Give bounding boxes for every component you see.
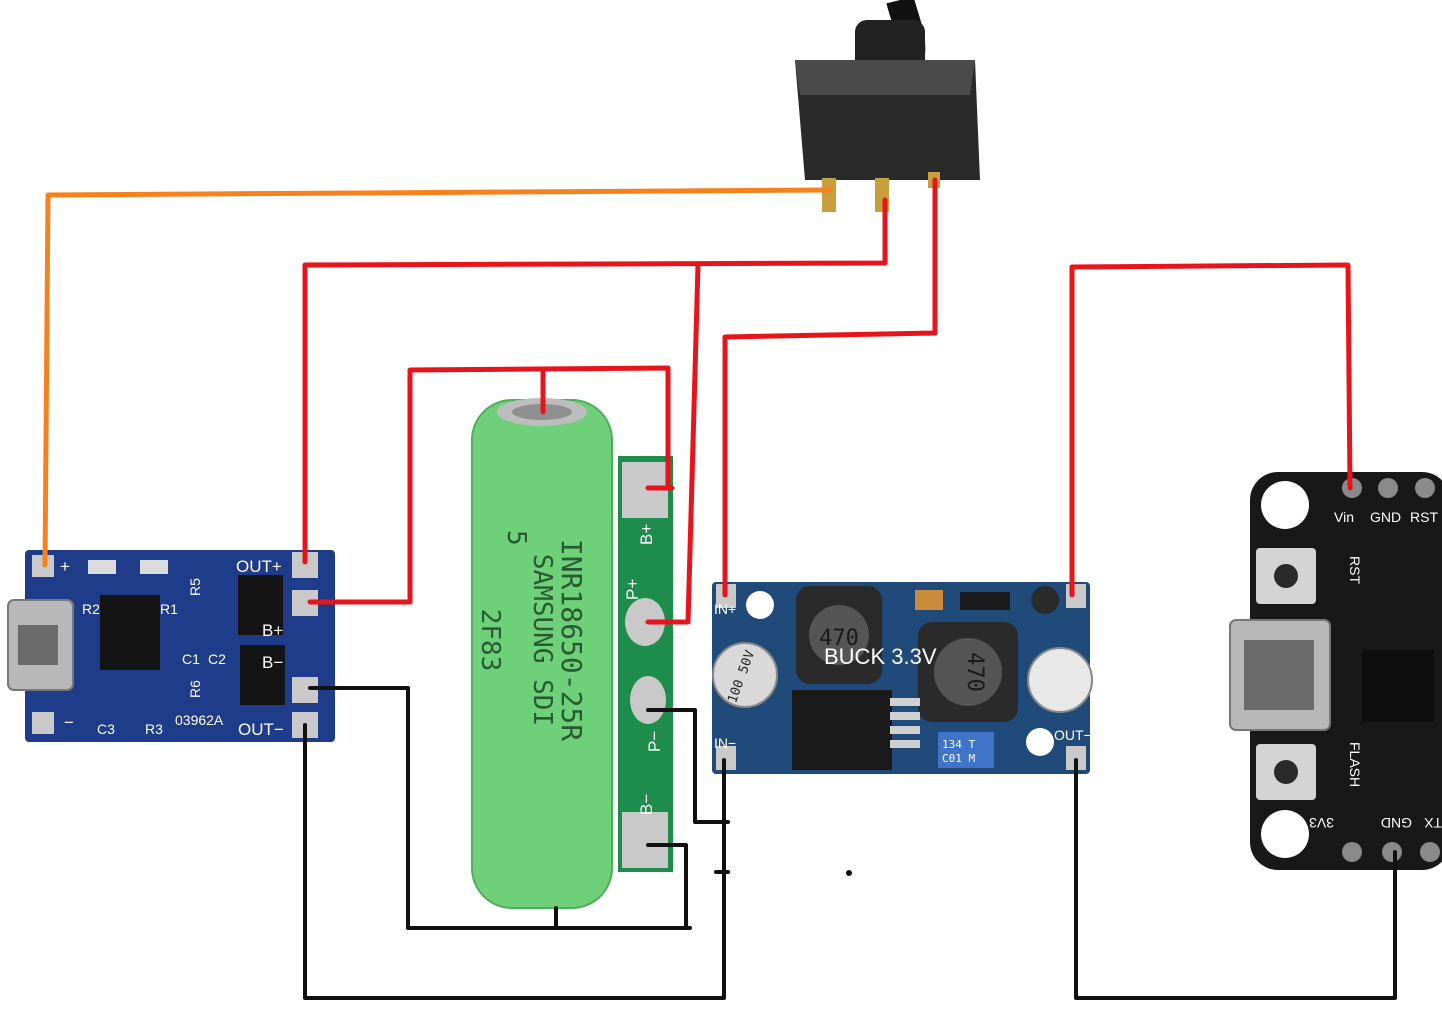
esp-board: Vin GND RST RST FLASH 3V3 GND TX [1229,472,1442,870]
charger-label-bminus: B− [262,653,283,672]
wire-buck-out-to-vin [1069,262,1353,598]
charger-label-r3: R3 [145,721,163,737]
esp-label-gnd-bottom: GND [1381,815,1412,831]
wire-outminus-to-buck [303,723,726,1000]
stray-dot [846,870,852,876]
charger-module: + − OUT+ B+ B− OUT− R2 R1 R3 C3 C1 C2 03… [7,550,335,742]
charger-label-c1: C1 [182,651,200,667]
wire-outplus-to-switch [302,197,888,565]
esp-pin-gnd [1378,478,1398,498]
esp-label-tx: TX [1423,815,1442,831]
buck-label-outminus: OUT− [1054,727,1092,743]
charger-label-c3: C3 [97,721,115,737]
protection-pcb [618,456,673,872]
charger-ic [100,595,160,670]
capacitor-1 [712,642,778,708]
charger-label-minus: − [64,713,74,732]
switch-terminal-left [822,178,836,212]
protection-pad-pplus [625,598,665,646]
buck-converter: 470 470 100 50V 134 T C01 M IN+ IN− OUT−… [712,582,1093,774]
charger-label-r5: R5 [187,578,203,596]
buck-title: BUCK 3.3V [824,644,937,669]
wires [42,177,1397,1000]
esp-label-3v3: 3V3 [1309,815,1334,831]
buck-regulator [792,690,892,770]
esp-chip [1362,650,1434,722]
buck-pad-inminus [716,746,736,770]
protection-pad-pminus [630,676,666,724]
charger-label-r6: R6 [187,680,203,698]
switch-body-top [795,60,975,95]
toggle-switch [795,0,980,212]
buck-label-inplus: IN+ [714,601,736,617]
wire-switch-to-pplus [645,262,701,625]
wire-bminus-to-battery [308,686,692,930]
protection-pad-bminus [622,812,668,868]
esp-label-flash: FLASH [1347,742,1363,787]
led-1 [88,560,116,574]
battery-text-line3: 5 [501,530,531,546]
charger-ic-2 [238,575,283,635]
protection-label-pminus: P− [645,731,664,752]
esp-label-vin: Vin [1334,509,1354,525]
buck-pad-outplus [1066,584,1086,608]
protection-label-bminus: B− [637,794,656,815]
charger-pad-minus [32,712,54,734]
capacitor-2 [1027,647,1093,713]
esp-label-gnd: GND [1370,509,1401,525]
charger-label-plus: + [60,557,70,576]
buck-potentiometer[interactable] [938,732,994,768]
charger-label-r2: R2 [82,601,100,617]
charger-label-outplus: OUT+ [236,557,282,576]
protection-board: B+ P+ P− B− [618,456,673,872]
esp-pin-3v3 [1342,842,1362,862]
wire-charger-plus-to-switch [42,187,833,568]
battery-text-line2: SAMSUNG SDI [527,554,557,726]
charger-label-r1: R1 [160,601,178,617]
pot-label-1: 134 T [942,738,975,751]
led-2 [140,560,168,574]
esp-label-rst: RST [1410,509,1438,525]
esp-pin-gnd-bottom [1382,842,1402,862]
esp-label-rst-button: RST [1347,556,1363,584]
battery-text-line4: 2F83 [475,609,505,672]
inductor-1-label: 470 [819,626,859,651]
esp-pin-rst [1415,478,1435,498]
pot-label-2: C01 M [942,752,975,765]
protection-label-pplus: P+ [623,579,642,600]
esp-pin-tx [1420,842,1440,862]
charger-label-bplus: B+ [262,621,283,640]
charger-ic-3 [240,645,285,705]
battery-text: INR18650-25R SAMSUNG SDI 5 2F83 [475,530,588,741]
battery-cell: INR18650-25R SAMSUNG SDI 5 2F83 [471,398,613,909]
buck-label-inminus: IN− [714,735,736,751]
protection-label-bplus: B+ [637,524,656,545]
wire-buck-out-minus-to-gnd [1074,758,1397,1000]
wire-pminus-to-buck [646,708,730,824]
charger-label-c2: C2 [208,651,226,667]
usb-port-inner [18,625,58,665]
charger-label-outminus: OUT− [238,720,284,739]
wire-switch-to-buck-in [722,177,938,598]
charger-label-partcode: 03962A [175,712,224,728]
inductor-2-label: 470 [962,652,987,692]
battery-text-line1: INR18650-25R [555,539,588,741]
